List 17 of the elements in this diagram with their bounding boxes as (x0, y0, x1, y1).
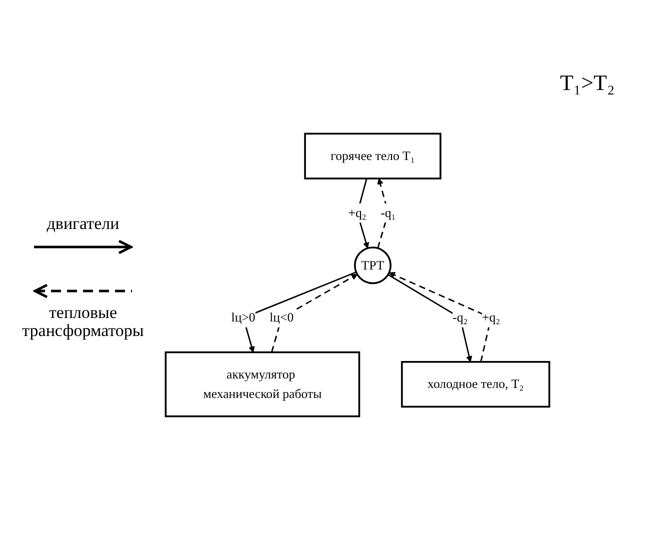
node-box: горячее тело T₁ (304, 132, 442, 180)
edge-label: lц>0 (231, 310, 256, 325)
node-box: аккумулятор механической работы (164, 351, 360, 418)
arrow (377, 178, 389, 248)
legend-text: двигатели (46, 215, 120, 234)
edge-label: lц<0 (270, 310, 294, 325)
arrow (356, 178, 370, 249)
arrow (388, 272, 492, 362)
edge-label: +q₂ (482, 310, 500, 325)
node-circle: ТРТ (354, 246, 392, 284)
arrow (388, 274, 472, 362)
legend-text: тепловые трансформаторы (21, 304, 145, 342)
edge-label: +q₂ (348, 206, 366, 220)
edge-label: -q₂ (452, 310, 468, 325)
node-box: холодное тело, T₂ (401, 361, 550, 408)
edge-label: -q₁ (380, 206, 396, 220)
note-text: T₁>T₂ (560, 70, 616, 96)
